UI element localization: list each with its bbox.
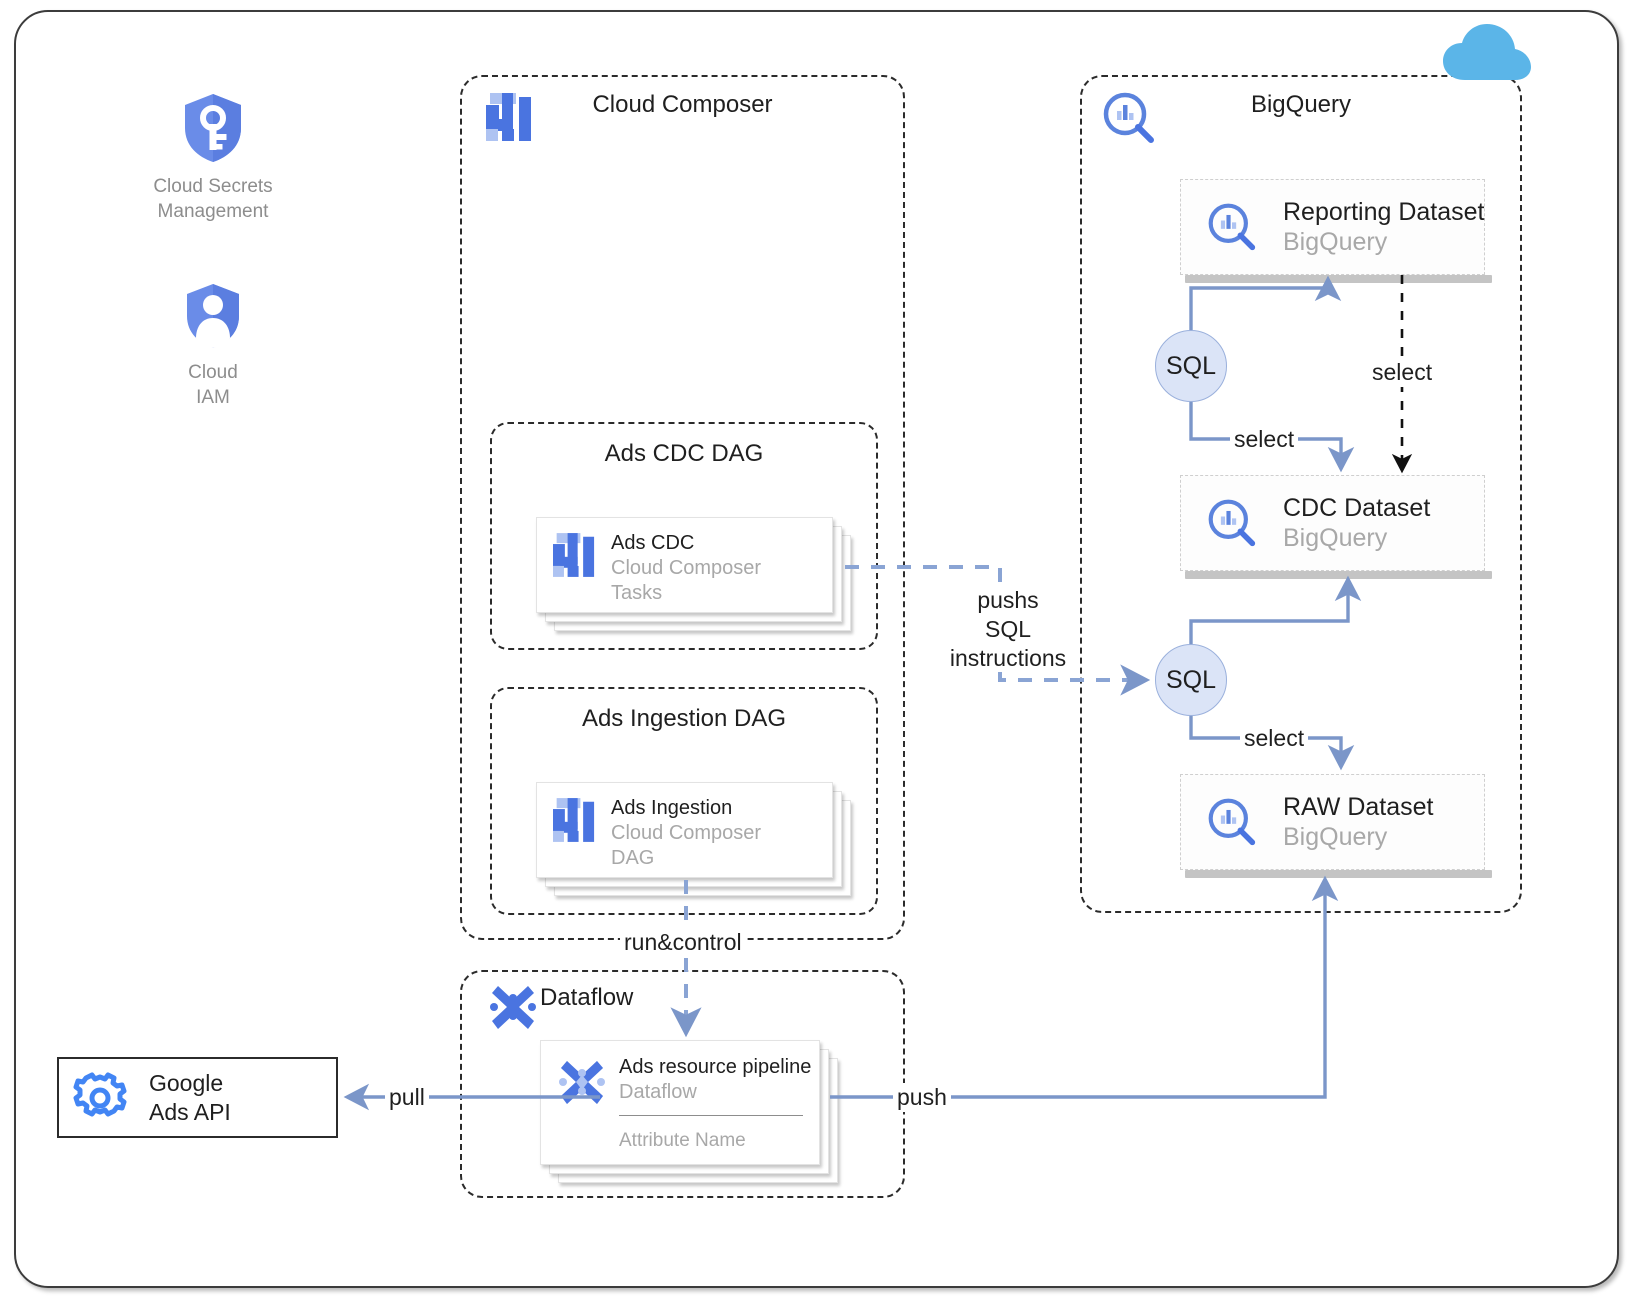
- group-ads-ingestion-dag: Ads Ingestion DAG: [490, 687, 878, 915]
- card-sheet-front: Ads CDC Cloud Composer Tasks: [536, 517, 833, 613]
- dataset-reporting-sub: BigQuery: [1283, 228, 1388, 256]
- ads-cdc-card-title: Ads CDC: [611, 532, 695, 554]
- cloud-icon: [1440, 22, 1532, 89]
- cloud-secrets-management: Cloud Secrets Management: [130, 92, 296, 224]
- cloud-iam: Cloud IAM: [130, 282, 296, 410]
- ads-cdc-dag-title: Ads CDC DAG: [604, 440, 764, 467]
- cloud-composer-title: Cloud Composer: [592, 91, 773, 118]
- cloud-iam-label: Cloud IAM: [188, 362, 238, 408]
- dataset-cdc-sub: BigQuery: [1283, 524, 1388, 552]
- label-select-sql-upper-to-cdc: select: [1230, 425, 1299, 454]
- google-ads-api-box[interactable]: Google Ads API: [57, 1057, 338, 1138]
- dataflow-title: Dataflow: [540, 984, 634, 1011]
- dataflow-card-title: Ads resource pipeline: [619, 1056, 812, 1078]
- ads-ingestion-dag-title: Ads Ingestion DAG: [581, 705, 787, 732]
- ads-ingestion-card-stack[interactable]: Ads Ingestion Cloud Composer DAG: [536, 782, 851, 896]
- ads-ingestion-card-title: Ads Ingestion: [611, 797, 733, 819]
- bigquery-icon: [1207, 498, 1257, 548]
- dataset-raw-sub: BigQuery: [1283, 823, 1388, 851]
- label-pull: pull: [385, 1083, 429, 1112]
- dataflow-icon: [551, 1057, 613, 1115]
- ads-ingestion-card-sub-1: Cloud Composer: [611, 822, 762, 844]
- gear-icon: [73, 1071, 127, 1125]
- ads-cdc-card-stack[interactable]: Ads CDC Cloud Composer Tasks: [536, 517, 851, 631]
- ads-cdc-card-sub-2: Tasks: [611, 582, 663, 604]
- label-pushs-sql-instructions: pushs SQL instructions: [944, 586, 1072, 673]
- bigquery-icon: [1102, 91, 1156, 150]
- group-bigquery: BigQuery Reporting Data: [1080, 75, 1522, 913]
- label-push: push: [893, 1083, 951, 1112]
- dataflow-icon: [484, 982, 542, 1045]
- dataflow-card-sub: Dataflow: [619, 1081, 697, 1103]
- cloud-composer-icon: [551, 798, 597, 842]
- group-ads-cdc-dag: Ads CDC DAG: [490, 422, 878, 650]
- sql-node-upper[interactable]: SQL: [1155, 330, 1227, 402]
- shield-person-icon: [130, 282, 296, 355]
- group-cloud-composer: Cloud Composer Ads CDC DAG: [460, 75, 905, 940]
- cloud-composer-icon: [551, 533, 597, 577]
- google-ads-api-label: Google Ads API: [149, 1070, 231, 1125]
- bigquery-icon: [1207, 797, 1257, 847]
- ads-cdc-card-sub-1: Cloud Composer: [611, 557, 762, 579]
- ads-ingestion-card-sub-2: DAG: [611, 847, 655, 869]
- bigquery-title: BigQuery: [1250, 91, 1352, 118]
- card-sheet-front: Ads Ingestion Cloud Composer DAG: [536, 782, 833, 878]
- dataset-cdc[interactable]: CDC Dataset BigQuery: [1180, 475, 1492, 579]
- sql-node-lower[interactable]: SQL: [1155, 644, 1227, 716]
- label-select-reporting-to-cdc: select: [1368, 358, 1437, 387]
- group-dataflow: Dataflow: [460, 970, 905, 1198]
- label-select-sql-lower-to-raw: select: [1240, 724, 1309, 753]
- dataflow-card-stack[interactable]: Ads resource pipeline Dataflow Attribute…: [540, 1040, 838, 1183]
- dataset-reporting[interactable]: Reporting Dataset BigQuery: [1180, 179, 1492, 283]
- cloud-composer-icon: [486, 93, 532, 146]
- dataset-raw-title: RAW Dataset: [1283, 793, 1434, 821]
- shield-key-icon: [130, 92, 296, 169]
- cloud-secrets-management-label: Cloud Secrets Management: [153, 176, 273, 222]
- bigquery-icon: [1207, 202, 1257, 252]
- card-divider: [619, 1115, 803, 1116]
- dataset-raw[interactable]: RAW Dataset BigQuery: [1180, 774, 1492, 878]
- dataset-cdc-title: CDC Dataset: [1283, 494, 1431, 522]
- label-run-and-control: run&control: [620, 928, 746, 957]
- dataflow-card-attribute: Attribute Name: [619, 1130, 746, 1151]
- card-sheet-front: Ads resource pipeline Dataflow Attribute…: [540, 1040, 820, 1165]
- dataset-reporting-title: Reporting Dataset: [1283, 198, 1485, 226]
